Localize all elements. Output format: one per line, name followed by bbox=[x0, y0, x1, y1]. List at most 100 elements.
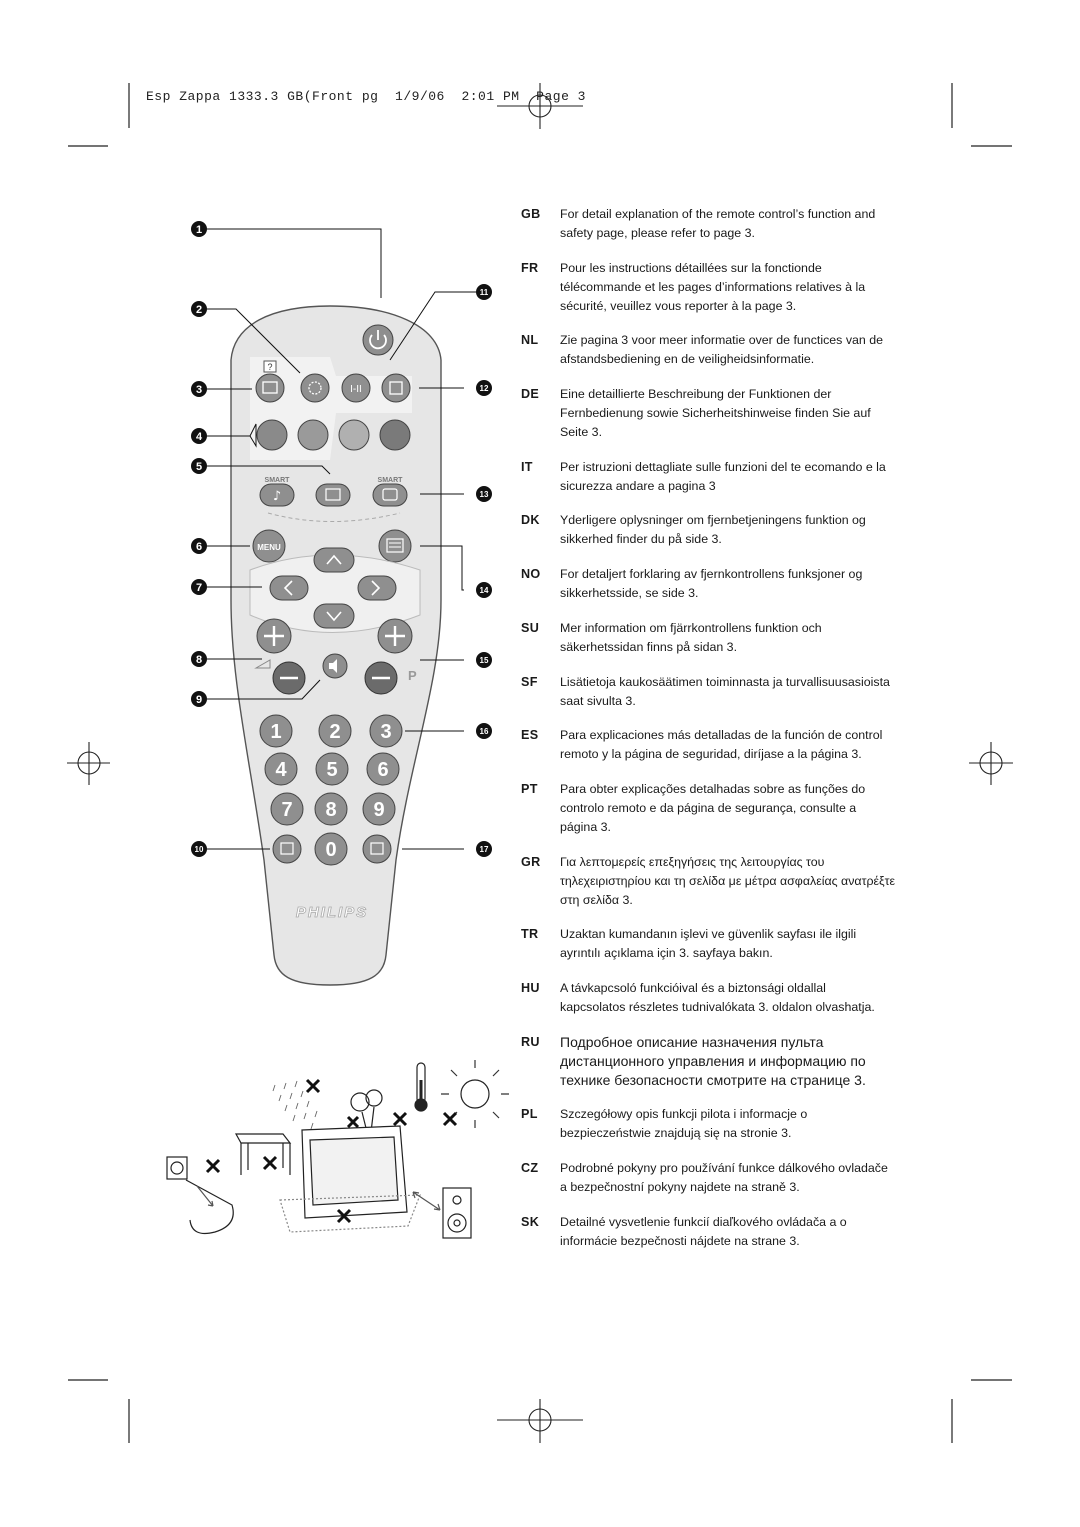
language-instruction-text: For detaljert forklaring av fjernkontrol… bbox=[560, 567, 863, 601]
tv-set-icon bbox=[279, 1125, 421, 1233]
number-key-9[interactable]: 9 bbox=[362, 792, 396, 826]
standby-button[interactable] bbox=[362, 324, 394, 356]
language-code: SU bbox=[521, 620, 540, 635]
number-key-label: 1 bbox=[270, 721, 281, 743]
av-source-button[interactable] bbox=[255, 373, 285, 403]
language-entry-pl: PL Szczegółowy opis funkcji pilota i info… bbox=[521, 1105, 1041, 1143]
volume-up-button[interactable] bbox=[256, 618, 292, 654]
svg-text:8: 8 bbox=[196, 654, 202, 666]
language-instruction-text: Подробное описание назначения пульта дис… bbox=[560, 1033, 866, 1088]
svg-text:♪: ♪ bbox=[273, 489, 281, 504]
language-code: GB bbox=[521, 207, 541, 221]
svg-text:17: 17 bbox=[480, 845, 489, 854]
svg-text:5: 5 bbox=[196, 461, 202, 473]
svg-text:7: 7 bbox=[196, 582, 202, 594]
pip-button[interactable] bbox=[315, 483, 351, 507]
number-key-3[interactable]: 3 bbox=[369, 714, 403, 748]
mute-button[interactable] bbox=[322, 653, 348, 679]
number-key-4[interactable]: 4 bbox=[264, 752, 298, 786]
language-entry-gr: GR Για λεπτομερείς επεξηγήσεις της λειτου… bbox=[521, 853, 1041, 910]
svg-text:16: 16 bbox=[480, 727, 489, 736]
program-label: P bbox=[408, 668, 417, 683]
cursor-up-button[interactable] bbox=[313, 547, 355, 573]
number-key-8[interactable]: 8 bbox=[314, 792, 348, 826]
language-code: NO bbox=[521, 567, 541, 582]
svg-text:4: 4 bbox=[196, 431, 203, 443]
smart-picture-button[interactable] bbox=[372, 483, 408, 507]
help-icon[interactable]: ? bbox=[263, 360, 277, 373]
language-code: HU bbox=[521, 980, 540, 995]
callout-11: 11 bbox=[476, 284, 492, 300]
smart-label-left: SMART bbox=[265, 477, 291, 484]
language-code: CZ bbox=[521, 1161, 539, 1175]
callout-16: 16 bbox=[476, 723, 492, 739]
number-key-5[interactable]: 5 bbox=[315, 752, 349, 786]
number-key-6[interactable]: 6 bbox=[366, 752, 400, 786]
number-key-label: 5 bbox=[326, 759, 337, 781]
language-code: TR bbox=[521, 927, 539, 942]
print-slug-line: Esp Zappa 1333.3 GB(Front pg 1/9/06 2:01… bbox=[146, 89, 586, 104]
safety-illustration bbox=[166, 1060, 509, 1239]
language-instruction-text: Para obter explicações detalhadas sobre … bbox=[560, 781, 866, 834]
blue-key[interactable] bbox=[379, 419, 411, 451]
cursor-right-button[interactable] bbox=[357, 575, 397, 601]
menu-button[interactable]: MENU bbox=[252, 529, 286, 563]
program-down-button[interactable] bbox=[364, 661, 398, 695]
smart-label-right: SMART bbox=[378, 477, 404, 484]
callout-6: 6 bbox=[191, 538, 207, 554]
cursor-down-button[interactable] bbox=[313, 603, 355, 629]
language-instruction-text: Zie pagina 3 voor meer informatie over d… bbox=[560, 333, 884, 367]
green-key[interactable] bbox=[297, 419, 329, 451]
sleep-timer-button[interactable] bbox=[300, 373, 330, 403]
smart-sound-button[interactable]: ♪ bbox=[259, 483, 295, 507]
language-code: GR bbox=[521, 854, 541, 869]
number-key-label: 3 bbox=[380, 721, 391, 743]
language-code: DK bbox=[521, 513, 540, 528]
preview-button[interactable] bbox=[362, 834, 392, 864]
registration-target-right bbox=[969, 742, 1013, 785]
language-instruction-text: A távkapcsoló funkcióival és a biztonság… bbox=[560, 980, 875, 1014]
crop-marks bbox=[68, 83, 1012, 1443]
language-instruction-text: Uzaktan kumandanın işlevi ve güvenlik sa… bbox=[560, 927, 857, 961]
number-key-2[interactable]: 2 bbox=[318, 714, 352, 748]
language-instruction-text: Mer information om fjärrkontrollens funk… bbox=[560, 620, 822, 654]
svg-text:13: 13 bbox=[480, 490, 489, 499]
teletext-button[interactable] bbox=[378, 529, 412, 563]
language-entry-su: SU Mer information om fjärrkontrollens fu… bbox=[521, 619, 1041, 657]
svg-text:10: 10 bbox=[195, 845, 204, 854]
number-key-7[interactable]: 7 bbox=[270, 792, 304, 826]
red-key[interactable] bbox=[256, 419, 288, 451]
language-instruction-text: Lisätietoja kaukosäätimen toiminnasta ja… bbox=[560, 674, 890, 708]
svg-text:15: 15 bbox=[480, 656, 489, 665]
callout-9: 9 bbox=[191, 691, 207, 707]
callout-lines bbox=[207, 228, 476, 850]
svg-text:?: ? bbox=[267, 362, 272, 372]
program-up-button[interactable] bbox=[377, 618, 413, 654]
language-instruction-text: Szczegółowy opis funkcji pilota i inform… bbox=[560, 1107, 808, 1141]
dual-sound-button[interactable]: I-II bbox=[341, 373, 371, 403]
number-key-1[interactable]: 1 bbox=[259, 714, 293, 748]
svg-text:9: 9 bbox=[196, 694, 202, 706]
volume-down-button[interactable] bbox=[272, 661, 306, 695]
format-button[interactable] bbox=[381, 373, 411, 403]
number-key-label: 9 bbox=[373, 799, 384, 821]
cursor-left-button[interactable] bbox=[269, 575, 309, 601]
info-button[interactable] bbox=[272, 834, 302, 864]
language-instruction-text: Detailné vysvetlenie funkcií diaľkového … bbox=[560, 1214, 847, 1248]
yellow-key[interactable] bbox=[338, 419, 370, 451]
language-instruction-text: Pour les instructions détaillées sur la … bbox=[560, 260, 866, 313]
svg-text:6: 6 bbox=[196, 541, 202, 553]
callout-5: 5 bbox=[191, 458, 207, 474]
language-code: ES bbox=[521, 728, 539, 743]
number-key-0[interactable]: 0 bbox=[314, 832, 348, 866]
callout-12: 12 bbox=[476, 380, 492, 396]
registration-target-top bbox=[497, 83, 583, 129]
language-code: PL bbox=[521, 1107, 538, 1122]
language-instruction-text: Για λεπτομερείς επεξηγήσεις της λειτουργ… bbox=[560, 854, 896, 907]
language-code: DE bbox=[521, 387, 540, 402]
